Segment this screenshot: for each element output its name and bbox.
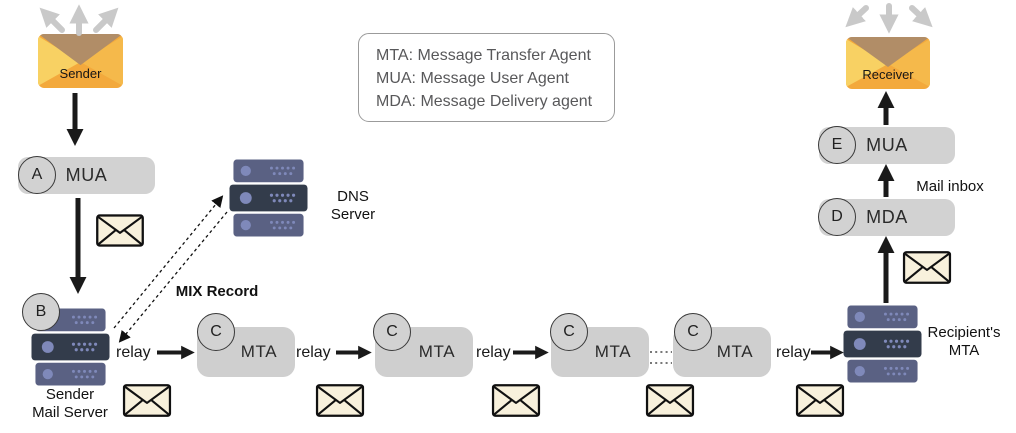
mda-label: MDA bbox=[866, 207, 908, 227]
badge-e-letter: E bbox=[831, 136, 843, 153]
email-envelope-icon bbox=[315, 384, 365, 422]
badge-d-letter: D bbox=[831, 208, 843, 225]
badge-c-4: C bbox=[674, 313, 712, 351]
dns-server-icon bbox=[229, 159, 308, 242]
receiver-label: Receiver bbox=[862, 67, 914, 82]
legend-box: MTA: Message Transfer Agent MUA: Message… bbox=[358, 33, 615, 122]
sender-label: Sender bbox=[59, 66, 102, 81]
email-envelope-icon bbox=[122, 384, 172, 422]
badge-c-3-letter: C bbox=[563, 323, 575, 340]
badge-b-letter: B bbox=[35, 303, 47, 320]
email-envelope-icon bbox=[491, 384, 541, 422]
badge-e: E bbox=[818, 126, 856, 164]
recipient-mta-label-line1: Recipient's bbox=[927, 324, 1001, 341]
recipient-mta-label-line2: MTA bbox=[948, 342, 980, 359]
badge-c-4-letter: C bbox=[687, 323, 699, 340]
email-envelope-icon bbox=[645, 384, 695, 422]
badge-d: D bbox=[818, 198, 856, 236]
relay-label-1: relay bbox=[116, 344, 151, 361]
send-fan-arrow-left-icon bbox=[39, 7, 65, 33]
legend-line-mda: MDA: Message Delivery agent bbox=[376, 93, 593, 110]
relay-label-2: relay bbox=[296, 344, 331, 361]
mta-4-label: MTA bbox=[716, 342, 754, 361]
badge-a: A bbox=[18, 156, 56, 194]
mta-1-label: MTA bbox=[240, 342, 278, 361]
dns-label-line1: DNS bbox=[337, 188, 369, 205]
badge-c-2-letter: C bbox=[386, 323, 398, 340]
dns-server-label: DNS Server bbox=[317, 188, 389, 224]
badge-a-letter: A bbox=[31, 166, 43, 183]
email-envelope-icon bbox=[96, 214, 144, 252]
sender-mail-server-label-line1: Sender bbox=[45, 386, 95, 403]
mail-inbox-label: Mail inbox bbox=[916, 178, 984, 195]
receive-fan-arrow-right-icon bbox=[909, 5, 933, 28]
email-envelope-icon bbox=[795, 384, 845, 422]
recipient-mta-server-icon bbox=[843, 305, 922, 388]
badge-c-1-letter: C bbox=[210, 323, 222, 340]
receiver-envelope-icon: Receiver bbox=[846, 37, 930, 89]
mix-record-label: MIX Record bbox=[175, 283, 259, 300]
badge-c-3: C bbox=[550, 313, 588, 351]
email-envelope-icon bbox=[902, 251, 952, 289]
relay-label-3: relay bbox=[476, 344, 511, 361]
legend-line-mta: MTA: Message Transfer Agent bbox=[376, 47, 591, 64]
send-fan-arrow-right-icon bbox=[93, 7, 119, 33]
sender-envelope-icon: Sender bbox=[38, 34, 123, 88]
recipient-mta-label: Recipient's MTA bbox=[918, 324, 1010, 360]
dns-label-line2: Server bbox=[330, 206, 376, 223]
receive-fan-arrow-left-icon bbox=[845, 5, 869, 28]
legend-line-mua: MUA: Message User Agent bbox=[376, 70, 569, 87]
sender-mail-server-label-line2: Mail Server bbox=[32, 404, 108, 421]
relay-label-4: relay bbox=[776, 344, 811, 361]
sender-mail-server-label: Sender Mail Server bbox=[10, 386, 130, 422]
mua-sender-label: MUA bbox=[65, 165, 108, 185]
mua-receiver-label: MUA bbox=[866, 135, 908, 155]
badge-c-2: C bbox=[373, 313, 411, 351]
badge-c-1: C bbox=[197, 313, 235, 351]
mta-2-label: MTA bbox=[418, 342, 456, 361]
badge-b: B bbox=[22, 293, 60, 331]
mta-3-label: MTA bbox=[594, 342, 632, 361]
